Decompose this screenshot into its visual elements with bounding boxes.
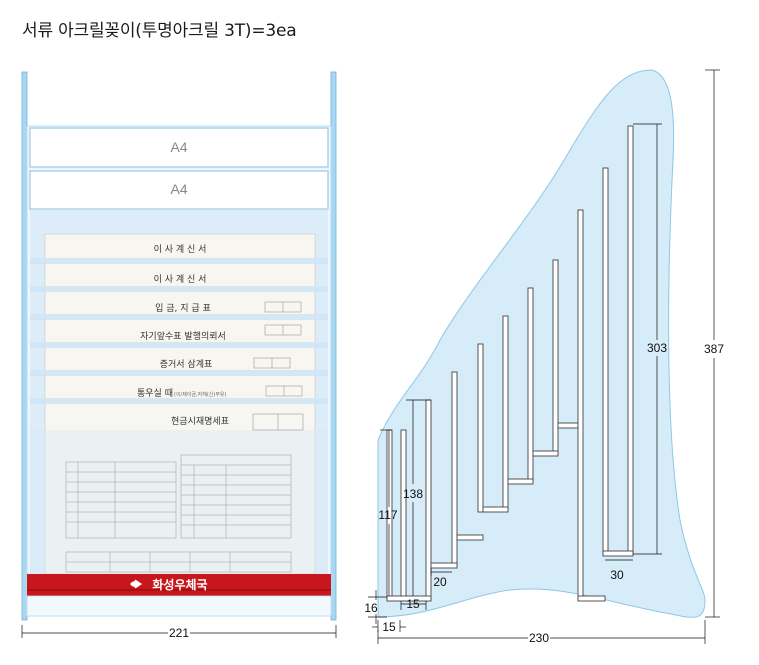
slot-gap-label: 15 bbox=[406, 597, 420, 611]
back-slot-dimension bbox=[633, 123, 662, 555]
side-view: 387 303 138 117 20 bbox=[364, 69, 724, 645]
back-gap-label: 30 bbox=[610, 568, 624, 582]
front-slot-height-label: 138 bbox=[403, 487, 423, 501]
base-thickness-label: 16 bbox=[364, 601, 378, 615]
step-band bbox=[30, 342, 328, 348]
front-offset-label: 15 bbox=[382, 620, 396, 634]
doc-title-6: 통우실 때 bbox=[137, 388, 173, 399]
total-height-label: 387 bbox=[704, 342, 724, 356]
left-side-panel bbox=[21, 71, 28, 621]
post-office-logo-icon bbox=[130, 579, 143, 589]
doc-title-2: 이 사 계 신 서 bbox=[154, 273, 207, 285]
brand-banner-text: 화성우체국 bbox=[152, 577, 207, 592]
step-depth-label: 20 bbox=[433, 575, 447, 589]
front-view: A4 A4 이 사 계 신 서 이 사 계 신 서 입 금, 지 급 표 자기앞… bbox=[21, 71, 337, 640]
front-wall-dimension bbox=[380, 429, 392, 596]
step-depth-dimension bbox=[430, 568, 452, 576]
slot-gap-dimension bbox=[400, 601, 427, 610]
doc-title-5: 증거서 삼계표 bbox=[160, 358, 213, 370]
doc-title-6-subtext: (이/제이금,자체(신)부유) bbox=[174, 391, 227, 398]
step-band bbox=[30, 286, 328, 292]
a4-slot-1 bbox=[29, 127, 329, 168]
back-slot-height-label: 303 bbox=[647, 341, 667, 355]
a4-slot-2 bbox=[29, 170, 329, 210]
slot-structure bbox=[386, 125, 634, 602]
front-slot-dimension bbox=[406, 399, 431, 596]
doc-title-4: 자기앞수표 발행의뢰서 bbox=[140, 330, 226, 342]
doc-title-1: 이 사 계 신 서 bbox=[154, 243, 207, 255]
acrylic-base bbox=[26, 595, 332, 617]
right-side-panel bbox=[330, 71, 337, 621]
step-band bbox=[30, 370, 328, 376]
height-dimension bbox=[705, 69, 720, 618]
doc-title-7: 현금시재명세표 bbox=[171, 416, 229, 427]
diagram-title: 서류 아크릴꽂이(투명아크릴 3T)=3ea bbox=[22, 21, 297, 41]
step-band bbox=[30, 398, 328, 404]
a4-slot-2-label: A4 bbox=[170, 181, 187, 197]
width-dimension bbox=[21, 625, 337, 638]
front-step-band bbox=[30, 430, 328, 576]
depth-dimension bbox=[377, 620, 706, 644]
a4-slot-1-label: A4 bbox=[170, 139, 187, 155]
base-thickness-dimension bbox=[368, 590, 387, 624]
step-band bbox=[30, 258, 328, 264]
front-wall-height-label: 117 bbox=[378, 508, 397, 522]
doc-title-3: 입 금, 지 급 표 bbox=[155, 302, 211, 314]
step-band bbox=[30, 314, 328, 320]
cash-form-grid bbox=[65, 454, 292, 573]
width-label: 221 bbox=[169, 626, 189, 640]
total-depth-label: 230 bbox=[529, 631, 549, 645]
